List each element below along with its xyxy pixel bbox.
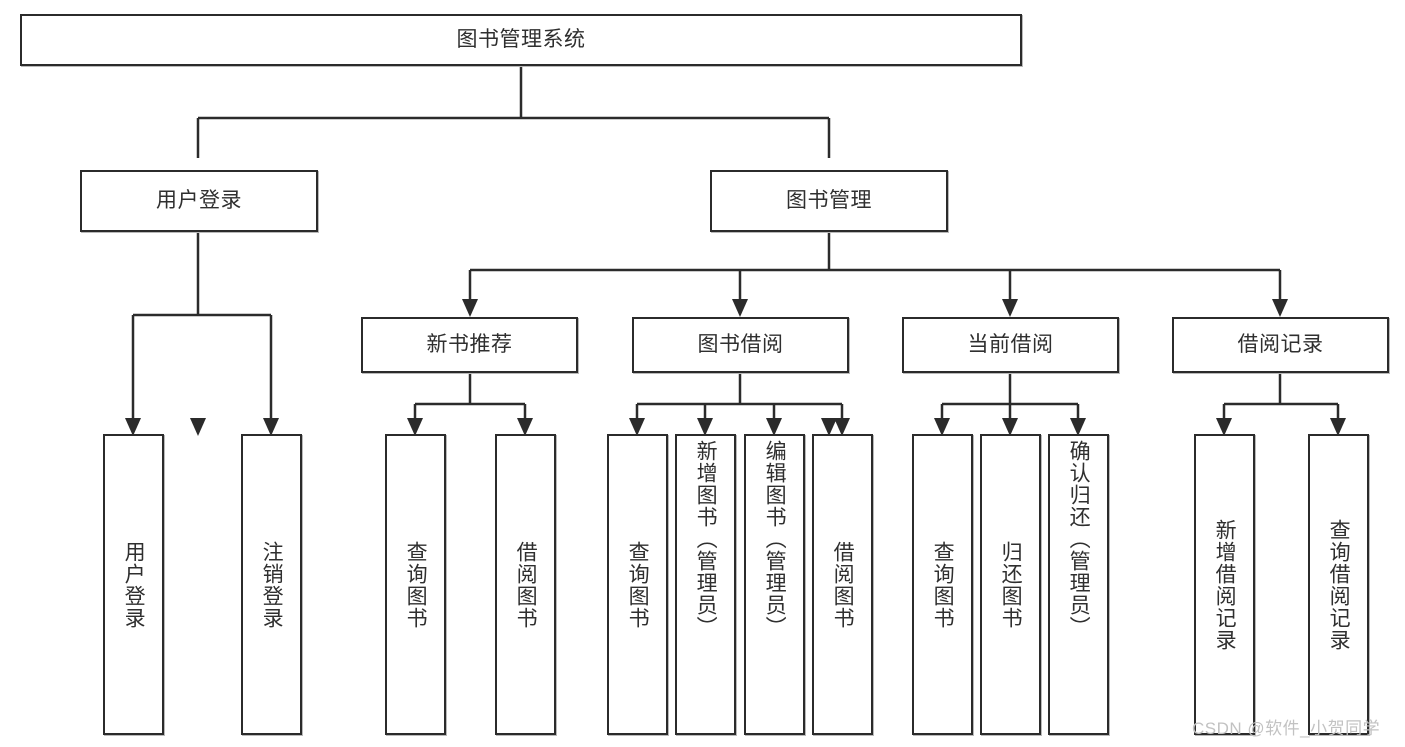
node-label: 当前借阅 bbox=[967, 332, 1054, 356]
node-book-management[interactable]: 图书管理 bbox=[710, 170, 948, 232]
node-label: 用户登录 bbox=[156, 188, 242, 212]
node-label: 查询图书 bbox=[931, 540, 955, 629]
node-user-login[interactable]: 用户登录 bbox=[80, 170, 318, 232]
node-label: 新增图书（管理员） bbox=[694, 440, 718, 638]
node-root[interactable]: 图书管理系统 bbox=[20, 14, 1022, 66]
node-new-book-recommend[interactable]: 新书推荐 bbox=[361, 317, 578, 373]
node-leaf-borrow-book-recommend[interactable]: 借阅图书 bbox=[495, 434, 556, 735]
node-label: 借阅记录 bbox=[1237, 332, 1324, 356]
node-label: 查询图书 bbox=[404, 540, 428, 629]
node-label: 确认归还（管理员） bbox=[1067, 440, 1091, 638]
csdn-watermark: CSDN @软件_小贺同学 bbox=[1192, 719, 1381, 738]
node-label: 新增借阅记录 bbox=[1213, 518, 1237, 651]
node-label: 查询图书 bbox=[626, 540, 650, 629]
node-label: 归还图书 bbox=[999, 540, 1023, 629]
node-label: 借阅图书 bbox=[831, 540, 855, 629]
node-label: 图书借阅 bbox=[697, 332, 784, 356]
node-label: 用户登录 bbox=[122, 540, 146, 629]
node-label: 借阅图书 bbox=[514, 540, 538, 629]
node-book-borrow[interactable]: 图书借阅 bbox=[632, 317, 849, 373]
node-label: 图书管理 bbox=[786, 188, 872, 212]
node-leaf-borrow-book[interactable]: 借阅图书 bbox=[812, 434, 873, 735]
node-leaf-return-book[interactable]: 归还图书 bbox=[980, 434, 1041, 735]
node-label: 查询借阅记录 bbox=[1327, 518, 1351, 651]
node-leaf-logout-login[interactable]: 注销登录 bbox=[241, 434, 302, 735]
node-leaf-query-book-recommend[interactable]: 查询图书 bbox=[385, 434, 446, 735]
node-leaf-add-book[interactable]: 新增图书（管理员） bbox=[675, 434, 736, 735]
node-leaf-user-login[interactable]: 用户登录 bbox=[103, 434, 164, 735]
node-current-borrow[interactable]: 当前借阅 bbox=[902, 317, 1119, 373]
node-leaf-query-book-borrow[interactable]: 查询图书 bbox=[607, 434, 668, 735]
node-label: 注销登录 bbox=[260, 540, 284, 629]
node-leaf-confirm-return[interactable]: 确认归还（管理员） bbox=[1048, 434, 1109, 735]
node-leaf-query-borrow-record[interactable]: 查询借阅记录 bbox=[1308, 434, 1369, 735]
node-leaf-query-book-current[interactable]: 查询图书 bbox=[912, 434, 973, 735]
node-label: 新书推荐 bbox=[426, 332, 513, 356]
node-label: 编辑图书（管理员） bbox=[763, 440, 787, 638]
node-leaf-edit-book[interactable]: 编辑图书（管理员） bbox=[744, 434, 805, 735]
node-label: 图书管理系统 bbox=[456, 27, 586, 51]
node-borrow-record[interactable]: 借阅记录 bbox=[1172, 317, 1389, 373]
node-leaf-add-borrow-record[interactable]: 新增借阅记录 bbox=[1194, 434, 1255, 735]
